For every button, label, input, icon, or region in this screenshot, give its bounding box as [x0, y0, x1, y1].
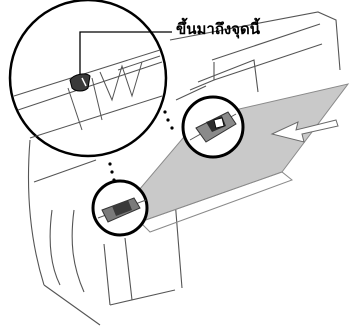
left-guide-detail-circle: [93, 181, 147, 235]
callout-label: ขึ้นมาถึงจุดนี้: [176, 20, 260, 38]
guide-detail-circle: [183, 97, 243, 157]
paper-guide-tab-icon: [214, 118, 224, 128]
magnifier-circle-icon: [10, 0, 166, 156]
